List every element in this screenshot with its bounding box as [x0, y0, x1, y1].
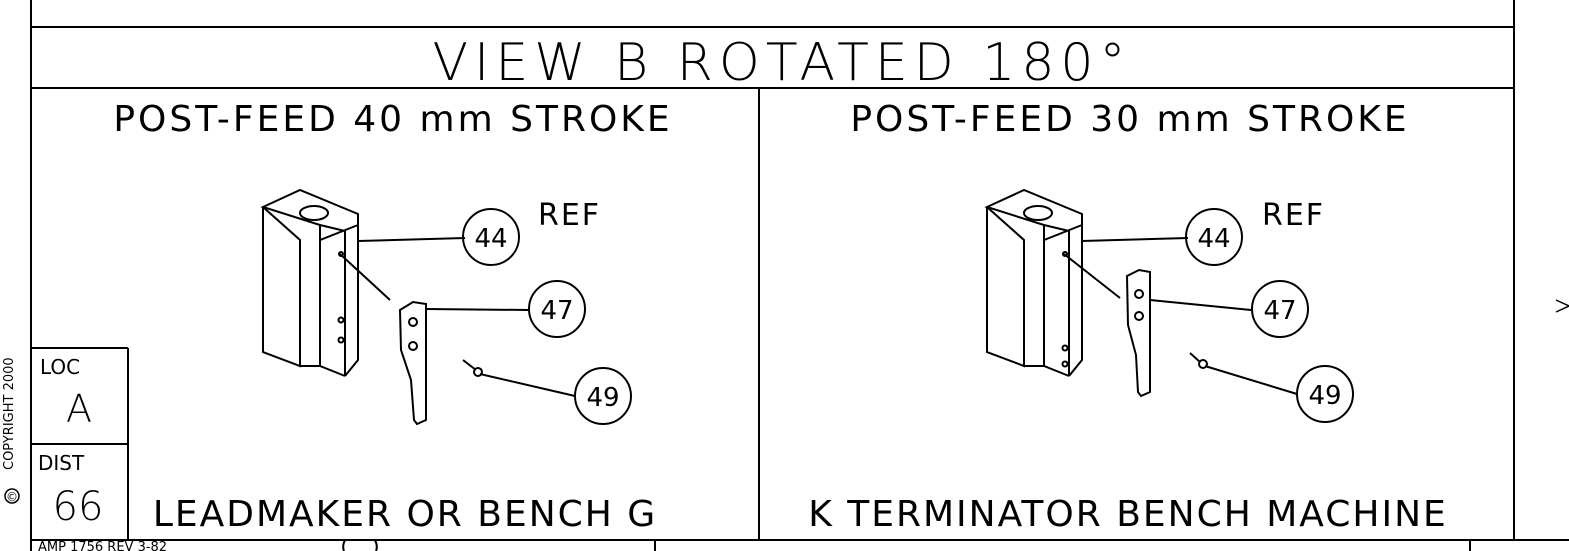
- right-panel-header: POST-FEED 30 mm STROKE: [850, 99, 1409, 140]
- copyright-mark: ©: [4, 488, 20, 504]
- left-panel-footer: LEADMAKER OR BENCH G: [153, 494, 657, 535]
- dist-label: DIST: [38, 451, 85, 475]
- loc-label: LOC: [40, 355, 80, 379]
- right-callout-49: 49: [1296, 365, 1354, 423]
- right-ref-label: REF: [1262, 198, 1325, 233]
- right-callout-47-label: 47: [1263, 296, 1296, 326]
- asterisk-mark: [1555, 299, 1569, 313]
- right-callout-44-label: 44: [1197, 224, 1230, 254]
- right-screw: [1189, 352, 1208, 369]
- title-block-stub: [342, 539, 378, 551]
- left-housing-block: [260, 188, 359, 377]
- right-assembly: [984, 188, 1298, 398]
- left-callout-44: 44: [462, 208, 520, 266]
- right-callout-47: 47: [1251, 280, 1309, 338]
- left-callout-47: 47: [528, 280, 586, 338]
- right-panel-footer: K TERMINATOR BENCH MACHINE: [808, 494, 1448, 535]
- drawing-frame: [30, 0, 1569, 551]
- right-callout-49-label: 49: [1308, 381, 1341, 411]
- right-housing-block: [984, 188, 1083, 377]
- right-callout-44: 44: [1185, 208, 1243, 266]
- left-blade-part: [398, 300, 427, 426]
- left-callouts: 44 REF 47 49: [462, 198, 632, 425]
- left-callout-49-label: 49: [586, 383, 619, 413]
- left-assembly: [260, 188, 576, 426]
- left-screw: [462, 359, 483, 377]
- left-panel-header: POST-FEED 40 mm STROKE: [113, 99, 672, 140]
- right-blade-part: [1125, 268, 1151, 398]
- left-callout-47-label: 47: [540, 296, 573, 326]
- copyright-symbol: ©: [6, 490, 18, 504]
- right-callouts: 44 REF 47 49: [1185, 198, 1354, 423]
- view-title: VIEW B ROTATED 180°: [432, 33, 1131, 93]
- left-callout-44-label: 44: [474, 224, 507, 254]
- loc-value: A: [66, 387, 92, 431]
- left-vertical-note: COPYRIGHT 2000: [2, 357, 17, 470]
- left-callout-49: 49: [574, 367, 632, 425]
- dist-value: 66: [53, 484, 104, 530]
- left-ref-label: REF: [538, 198, 601, 233]
- doc-form-number: AMP 1756 REV 3-82: [38, 540, 167, 551]
